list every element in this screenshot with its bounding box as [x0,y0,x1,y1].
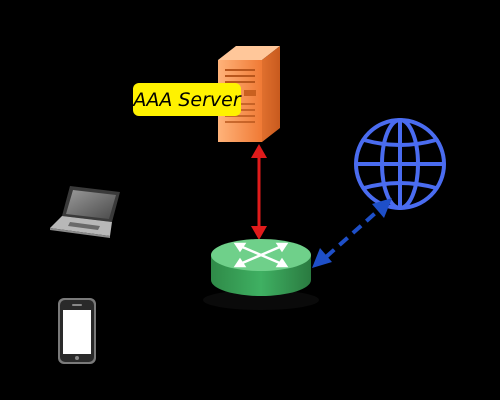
auth-link-arrow [251,144,267,240]
server-label: AAA Server [133,88,241,111]
internet-link-arrow [312,198,392,268]
router-icon[interactable] [203,239,319,310]
globe-icon[interactable] [354,118,446,210]
laptop-icon[interactable] [50,186,120,238]
server-label-badge: AAA Server [133,83,241,116]
smartphone-icon[interactable] [58,298,96,364]
